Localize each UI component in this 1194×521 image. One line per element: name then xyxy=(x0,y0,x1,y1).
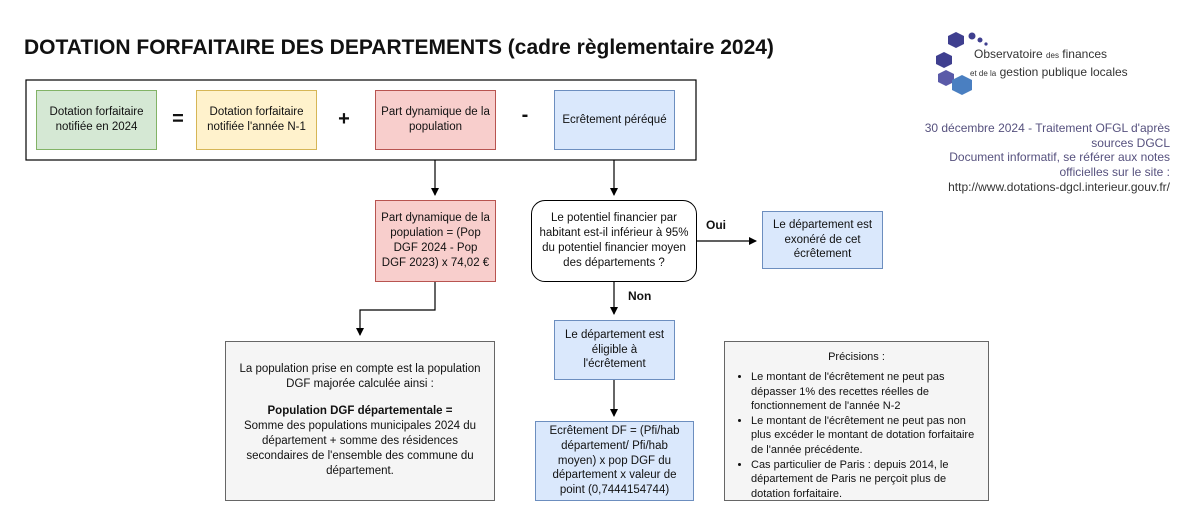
exempt-box: Le département est exonéré de cet écrête… xyxy=(762,211,883,269)
precisions-list: Le montant de l'écrêtement ne peut pas d… xyxy=(735,370,978,501)
ecretement-calc-box: Ecrêtement DF = (Pfi/hab département/ Pf… xyxy=(535,421,694,501)
plus-sign: + xyxy=(338,108,350,130)
list-item: Le montant de l'écrêtement ne peut pas n… xyxy=(751,414,978,457)
logo-hexagons-icon xyxy=(936,32,988,95)
notes-disclaimer: Document informatif, se référer aux note… xyxy=(949,150,1170,179)
yes-label: Oui xyxy=(706,218,726,232)
formula-frame xyxy=(25,79,697,161)
dynamic-calc-box: Part dynamique de la population = (Pop D… xyxy=(375,200,496,282)
equals-sign: = xyxy=(172,108,184,130)
page-title: DOTATION FORFAITAIRE DES DEPARTEMENTS (c… xyxy=(24,36,774,59)
source-notes: 30 décembre 2024 - Traitement OFGL d'apr… xyxy=(900,121,1170,194)
population-box: La population prise en compte est la pop… xyxy=(225,341,495,501)
population-heading: Population DGF départementale = xyxy=(267,404,453,417)
ofgl-logo: Observatoire des finances et de la gesti… xyxy=(932,30,1162,102)
potential-question: Le potentiel financier par habitant est-… xyxy=(531,200,697,282)
population-body: Somme des populations municipales 2024 d… xyxy=(243,419,477,477)
notes-date-source: 30 décembre 2024 - Traitement OFGL d'apr… xyxy=(924,121,1170,150)
notes-link[interactable]: http://www.dotations-dgcl.interieur.gouv… xyxy=(948,179,1170,194)
population-intro: La population prise en compte est la pop… xyxy=(239,363,481,390)
result-box: Dotation forfaitaire notifiée en 2024 xyxy=(36,90,157,150)
precisions-title: Précisions : xyxy=(828,351,885,363)
logo-text-line2: et de la gestion publique locales xyxy=(970,65,1128,79)
precisions-box: Précisions : Le montant de l'écrêtement … xyxy=(724,341,989,501)
ecretement-box: Ecrêtement péréqué xyxy=(554,90,675,150)
minus-sign: - xyxy=(521,104,529,126)
eligible-box: Le département est éligible à l'écrêteme… xyxy=(554,320,675,380)
list-item: Cas particulier de Paris : depuis 2014, … xyxy=(751,458,978,501)
previous-dotation-box: Dotation forfaitaire notifiée l'année N-… xyxy=(196,90,317,150)
dynamic-part-box: Part dynamique de la population xyxy=(375,90,496,150)
list-item: Le montant de l'écrêtement ne peut pas d… xyxy=(751,370,978,413)
logo-text-line1: Observatoire des finances xyxy=(974,47,1107,61)
no-label: Non xyxy=(628,289,652,303)
